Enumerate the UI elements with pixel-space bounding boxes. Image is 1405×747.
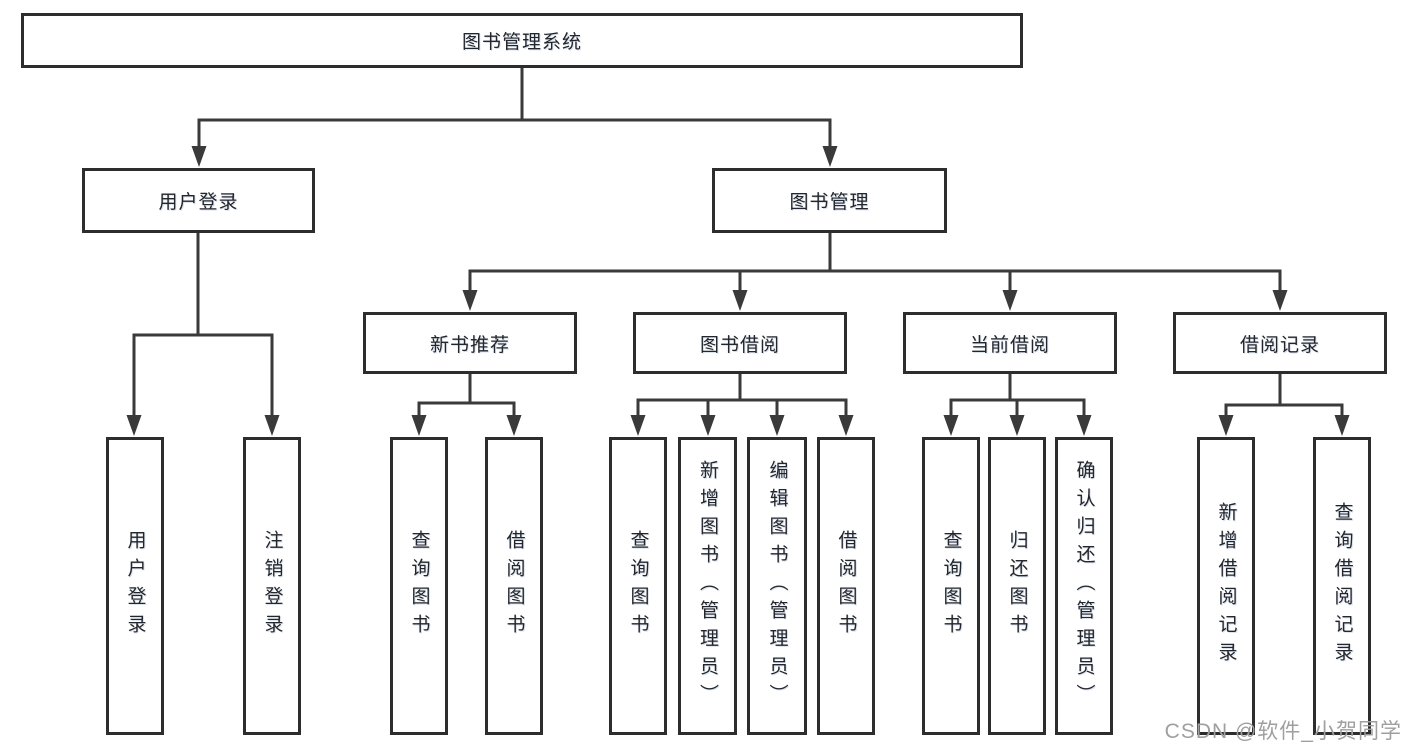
node-current-borrowing: 当前借阅 (903, 312, 1117, 374)
node-add-books-admin: 新增图书（管理员） (678, 437, 737, 735)
node-user-login: 用户登录 (82, 168, 315, 233)
node-label: 图书管理系统 (461, 32, 582, 53)
node-label: 图书借阅 (699, 334, 780, 356)
node-add-borrow-record: 新增借阅记录 (1197, 437, 1255, 735)
node-label: 查询图书 (627, 530, 649, 642)
node-confirm-return-admin: 确认归还（管理员） (1055, 437, 1113, 735)
node-label: 用户登录 (158, 192, 239, 213)
node-logout: 注销登录 (243, 437, 301, 735)
node-label: 图书管理 (789, 192, 870, 213)
node-return-books: 归还图书 (988, 437, 1046, 735)
node-borrow-books-recommend: 借阅图书 (485, 437, 543, 735)
node-query-books-current: 查询图书 (922, 437, 980, 735)
node-label: 归还图书 (1006, 530, 1028, 642)
node-label: 新增图书（管理员） (697, 460, 718, 712)
node-label: 借阅图书 (503, 530, 525, 642)
node-label: 新书推荐 (429, 334, 510, 356)
node-label: 借阅图书 (835, 530, 857, 642)
node-label: 查询图书 (940, 530, 962, 642)
node-label: 查询借阅记录 (1331, 502, 1353, 670)
node-book-management: 图书管理 (712, 168, 947, 233)
node-library-management-system: 图书管理系统 (21, 13, 1023, 68)
node-query-borrow-record: 查询借阅记录 (1313, 437, 1371, 735)
csdn-watermark: CSDN @软件_小贺同学 (1164, 720, 1402, 743)
node-label: 新增借阅记录 (1215, 502, 1237, 670)
node-user-login-leaf: 用户登录 (106, 437, 164, 735)
node-query-books-borrow: 查询图书 (609, 437, 667, 735)
node-borrow-books: 借阅图书 (817, 437, 875, 735)
node-label: 当前借阅 (969, 334, 1050, 356)
node-label: 查询图书 (408, 530, 430, 642)
node-new-book-recommendation: 新书推荐 (363, 312, 577, 374)
node-borrowing-records: 借阅记录 (1173, 312, 1387, 374)
node-label: 借阅记录 (1239, 334, 1320, 356)
node-edit-books-admin: 编辑图书（管理员） (747, 437, 807, 735)
node-label: 编辑图书（管理员） (766, 460, 788, 712)
node-label: 确认归还（管理员） (1073, 460, 1095, 712)
node-label: 注销登录 (261, 530, 283, 642)
node-label: 用户登录 (124, 530, 146, 642)
node-query-books-recommend: 查询图书 (390, 437, 448, 735)
node-book-borrowing: 图书借阅 (633, 312, 847, 374)
